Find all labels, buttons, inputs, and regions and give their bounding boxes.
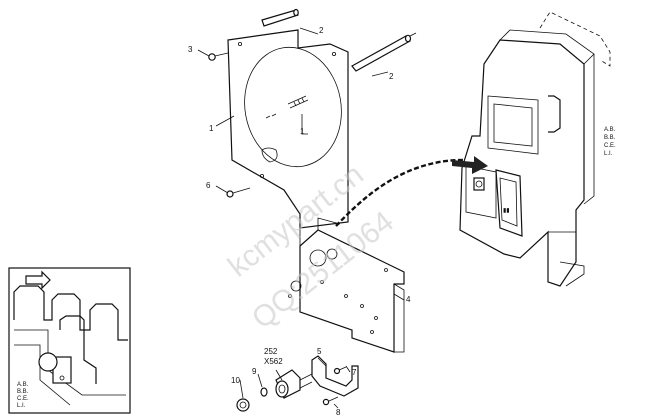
inset-code: B.B. xyxy=(17,389,29,395)
socket-part-9 xyxy=(275,369,313,399)
callout-10: 10 xyxy=(231,376,240,385)
inset-code: L.I. xyxy=(17,403,26,409)
lock-washer xyxy=(260,387,268,397)
connector-code: 252 xyxy=(264,347,278,356)
standoff-part-2-lower xyxy=(351,32,417,72)
connector-codes: 252 X562 xyxy=(264,347,283,366)
callout-7: 7 xyxy=(352,368,357,377)
callout-6: 6 xyxy=(206,181,211,190)
door-plate-mark: ▮▮ xyxy=(503,208,510,214)
nut-part-10 xyxy=(236,398,250,412)
variant-code: C.E. xyxy=(604,143,616,149)
cabinet-assembly: ▮▮ xyxy=(459,11,611,287)
screw-part-7 xyxy=(333,366,347,375)
inset-code: C.E. xyxy=(17,396,29,402)
callout-3: 3 xyxy=(188,45,193,54)
variant-code: L.I. xyxy=(604,151,613,157)
variant-code: A.B. xyxy=(604,127,616,133)
callout-8: 8 xyxy=(336,408,341,417)
callout-labels: 1 1 2 2 3 4 5 6 7 8 9 10 xyxy=(188,26,411,417)
callout-2-lower: 2 xyxy=(389,72,394,81)
cable xyxy=(335,158,471,227)
callout-9: 9 xyxy=(252,367,257,376)
standoff-part-2-upper xyxy=(261,8,299,27)
connector-code: X562 xyxy=(264,357,283,366)
bracket-part-4 xyxy=(288,217,405,353)
callout-5: 5 xyxy=(317,347,322,356)
callout-1-detail: 1 xyxy=(300,127,305,136)
inset-code: A.B. xyxy=(17,382,29,388)
inset-variant-codes: A.B. B.B. C.E. L.I. xyxy=(17,382,29,409)
callout-4: 4 xyxy=(406,295,411,304)
variant-code: B.B. xyxy=(604,135,616,141)
connector-bracket-part-5 xyxy=(311,355,359,397)
variant-codes: A.B. B.B. C.E. L.I. xyxy=(604,127,616,157)
callout-1: 1 xyxy=(209,124,214,133)
screw-part-3 xyxy=(208,52,229,61)
screw-part-6 xyxy=(226,187,251,198)
assembly-direction-arrow xyxy=(452,156,488,174)
callout-2-upper: 2 xyxy=(319,26,324,35)
screw-part-8 xyxy=(322,396,339,406)
leader-lines xyxy=(197,27,405,409)
inset-detail-view xyxy=(8,267,131,414)
panel-part-1 xyxy=(227,29,349,229)
